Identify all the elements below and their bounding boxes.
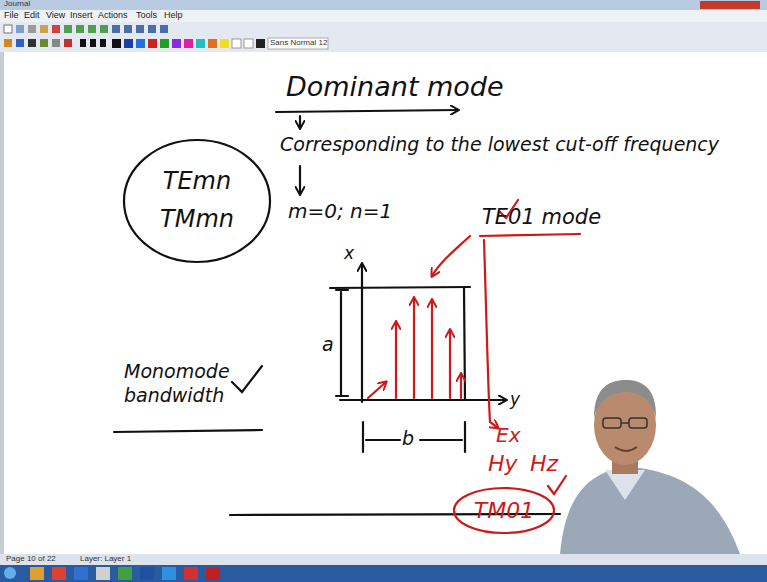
node-text: TM01 [474,498,534,523]
axis-label: y [510,390,520,409]
note-text: Corresponding to the lowest cut-off freq… [280,134,719,155]
node-text: TEmn [163,168,231,196]
status-text: Layer: Layer 1 [80,555,131,564]
menu-item: File [4,11,19,21]
dimension-label: b [402,428,414,449]
field-arrows [368,200,580,494]
page-edge [0,52,4,554]
taskbar [0,565,767,582]
presenter-photo [560,380,740,554]
field-component: Hy [488,452,518,476]
axis-label: x [344,244,354,263]
mode-circle: TM01 [452,486,556,535]
index-values: m=0; n=1 [288,200,392,222]
window-title: Journal [4,0,30,9]
toolbar [0,22,767,52]
field-component: Hz [530,452,558,476]
menu-item: Help [164,11,183,21]
menu-item: Actions [98,11,128,21]
mode-name: TE01 mode [482,206,601,229]
node-outline [122,138,272,264]
menu-item: Tools [136,11,157,21]
note-text: Monomode bandwidth [124,360,236,408]
handwritten-ink [114,110,560,515]
menu-item: Insert [70,11,93,21]
menu-bar [0,10,767,22]
taskbar-icons [4,567,220,580]
window-buttons [700,1,760,9]
mode-family-circle: TEmnTMmn [122,138,272,264]
toolbar-icons [4,25,328,49]
status-bar [0,554,767,565]
dimension-label: a [322,334,334,355]
node-text: TMmn [160,206,234,234]
menu-item: View [46,11,65,21]
status-text: Page 10 of 22 [6,555,56,564]
page-canvas [0,52,767,554]
field-component: Ex [496,424,520,446]
menu-item: Edit [24,11,40,21]
font-box: Sans Normal 12 [270,39,327,48]
title-bar [0,0,767,10]
heading: Dominant mode [286,72,504,102]
